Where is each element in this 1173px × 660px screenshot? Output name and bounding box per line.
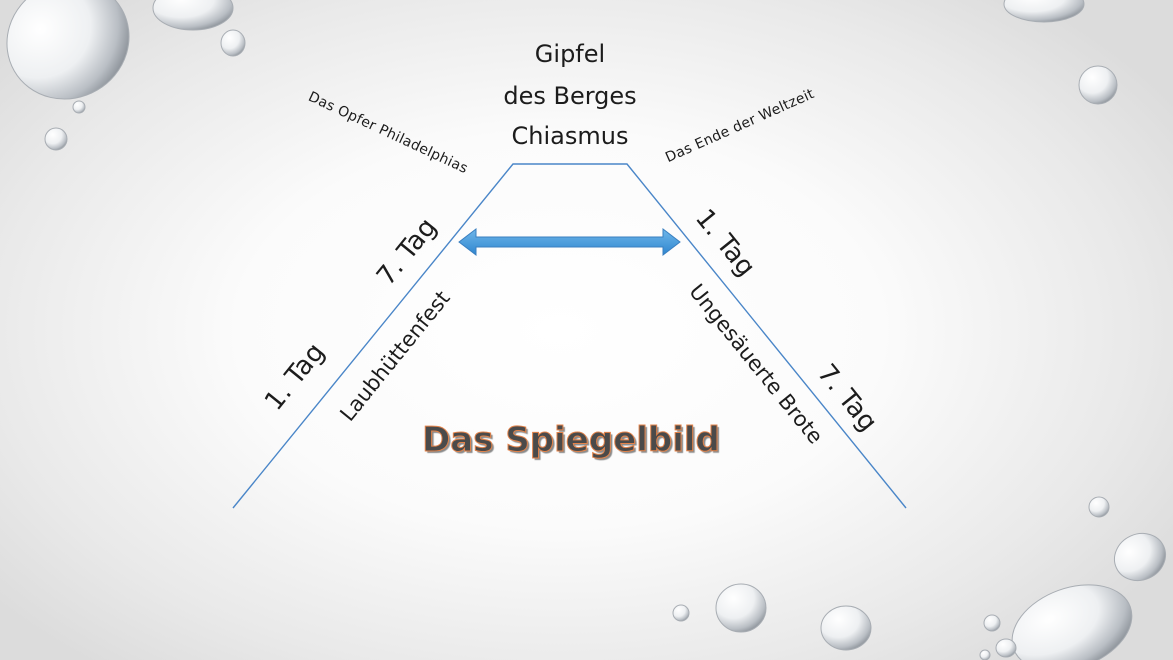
peak-line-2: des Berges — [503, 82, 637, 110]
peak-line-3: Chiasmus — [511, 122, 629, 150]
mirror-arrow — [458, 227, 681, 257]
slide-title: Das Spiegelbild — [422, 420, 721, 461]
peak-line-1: Gipfel — [534, 40, 606, 68]
mountain-outline — [232, 163, 907, 509]
